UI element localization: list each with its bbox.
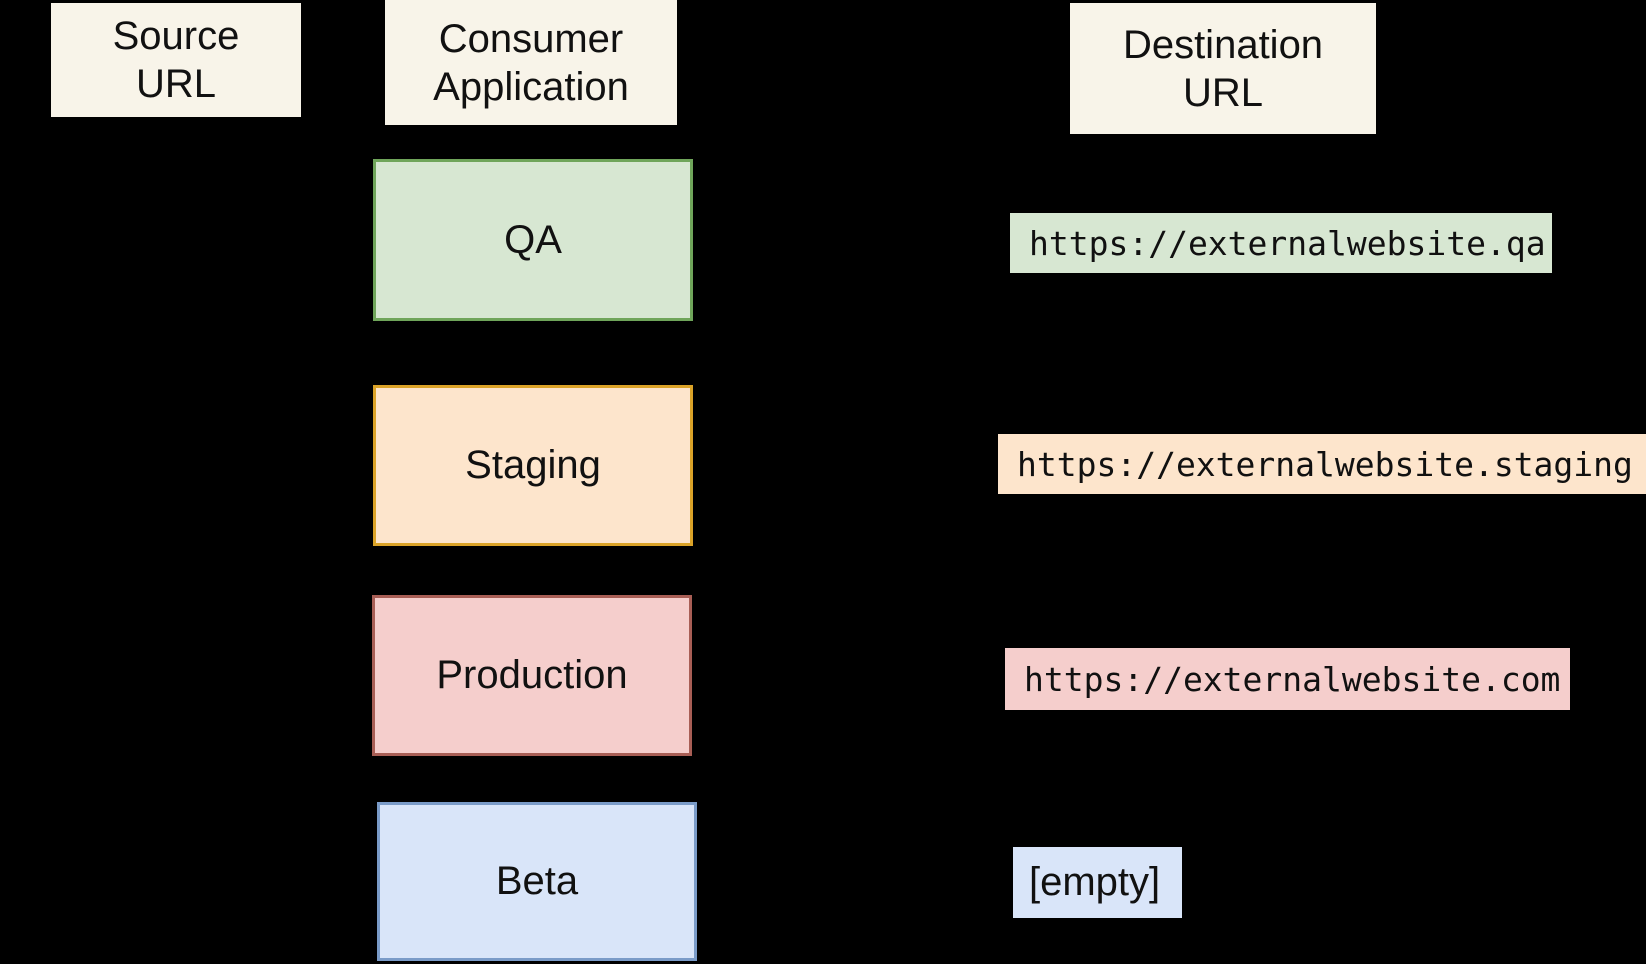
- destination-url-production: https://externalwebsite.com: [1005, 648, 1570, 710]
- environment-label-beta: Beta: [495, 859, 579, 903]
- environment-box-production: Production: [372, 595, 692, 756]
- column-header-source-url: Source URL: [51, 3, 301, 117]
- environment-label-staging: Staging: [465, 443, 601, 487]
- environment-box-qa: QA: [373, 159, 693, 321]
- destination-url-staging: https://externalwebsite.staging: [998, 434, 1646, 494]
- environment-label-qa: QA: [504, 217, 562, 262]
- environment-box-staging: Staging: [373, 385, 693, 546]
- column-header-destination-url: Destination URL: [1070, 3, 1376, 134]
- environment-label-production: Production: [436, 653, 628, 697]
- destination-url-qa: https://externalwebsite.qa: [1010, 213, 1552, 273]
- environment-box-beta: Beta: [377, 802, 697, 961]
- column-header-consumer-application: Consumer Application: [385, 0, 677, 125]
- destination-url-beta-empty: [empty]: [1013, 847, 1182, 918]
